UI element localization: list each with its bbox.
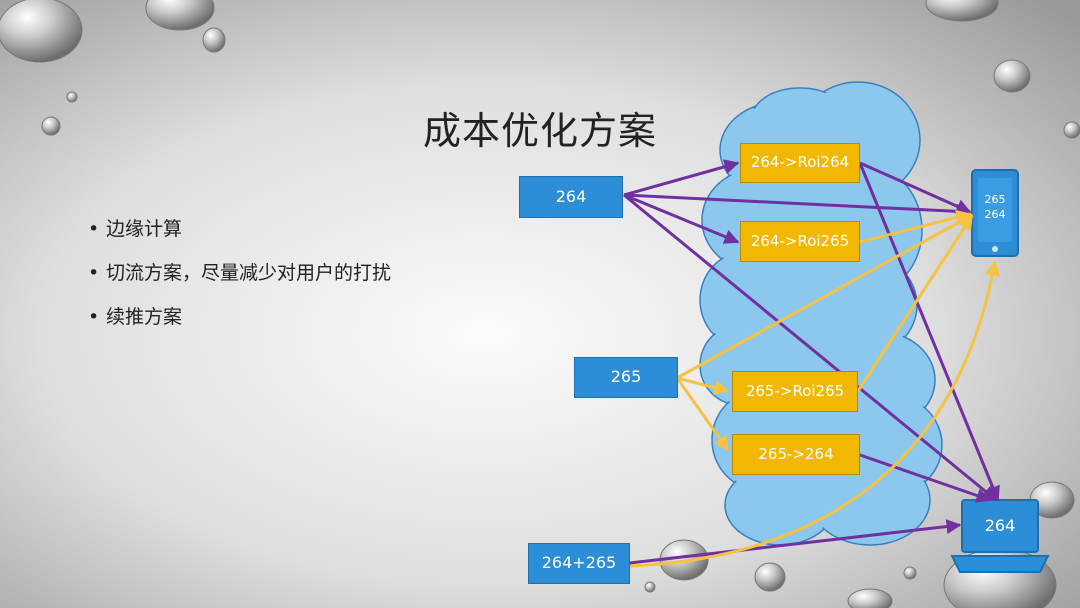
source-264-265-box: 264+265: [528, 543, 630, 584]
phone-label-line1: 265: [984, 193, 1006, 206]
laptop-icon: [950, 499, 1050, 573]
phone-icon: [971, 169, 1019, 257]
bullet-item: • 续推方案: [88, 302, 391, 346]
source-264-box: 264: [519, 176, 623, 218]
bullet-dot-icon: •: [88, 262, 100, 284]
transcode-node-265-264: 265->264: [732, 434, 860, 475]
phone-label-line2: 264: [984, 208, 1006, 221]
purple-arrows: [623, 159, 1000, 565]
bullet-text: 切流方案，尽量减少对用户的打扰: [106, 262, 392, 284]
transcode-node-264-roi264: 264->Roi264: [740, 143, 860, 183]
bullet-text: 续推方案: [106, 306, 183, 328]
bullet-list: • 边缘计算 • 切流方案，尽量减少对用户的打扰 • 续推方案: [88, 214, 391, 346]
bullet-dot-icon: •: [88, 218, 100, 240]
bullet-item: • 边缘计算: [88, 214, 391, 258]
laptop-label: 264: [984, 516, 1016, 535]
gold-arrows: [629, 210, 1000, 568]
transcode-node-265-roi265: 265->Roi265: [732, 371, 858, 412]
bullet-text: 边缘计算: [106, 218, 183, 240]
phone-label: 265 264: [978, 192, 1012, 222]
slide-title: 成本优化方案: [422, 109, 657, 153]
bullet-dot-icon: •: [88, 306, 100, 328]
transcode-node-264-roi265: 264->Roi265: [740, 221, 860, 262]
bullet-item: • 切流方案，尽量减少对用户的打扰: [88, 258, 391, 302]
source-265-box: 265: [574, 357, 678, 398]
